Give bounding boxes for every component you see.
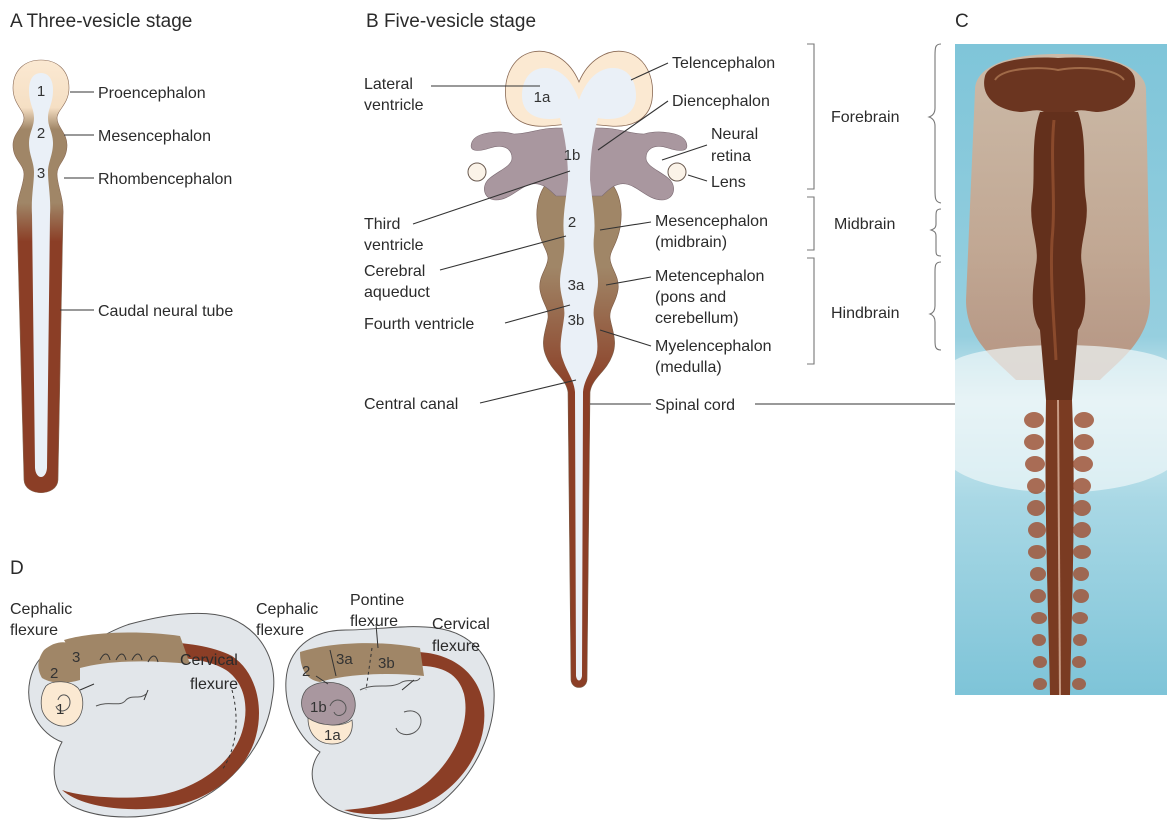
label-hindbrain: Hindbrain	[831, 305, 899, 322]
vesicle-label-2: 2	[568, 214, 576, 231]
embryo-micrograph	[955, 44, 1167, 695]
label-pons-and: (pons and	[655, 289, 726, 306]
label-lens: Lens	[711, 174, 746, 191]
label-forebrain: Forebrain	[831, 109, 899, 126]
panel-c-title: C	[955, 11, 969, 32]
bracket-midbrain	[807, 197, 814, 250]
panel-a: A Three-vesicle stage 1 2 3 Proencephalo…	[10, 11, 233, 493]
label-proencephalon: Proencephalon	[98, 85, 206, 102]
vesicle-label-1b: 1b	[564, 147, 581, 164]
leader-line	[688, 175, 707, 181]
label-cervical-line1: Cervical	[432, 616, 490, 633]
vesicle-label-2: 2	[50, 665, 58, 682]
brace-midbrain	[931, 209, 941, 256]
label-third-ventricle-line2: ventricle	[364, 237, 424, 254]
label-neural-retina-line1: Neural	[711, 126, 758, 143]
label-myelencephalon: Myelencephalon	[655, 338, 772, 355]
label-cerebral-aqueduct-line1: Cerebral	[364, 263, 425, 280]
label-mesencephalon: Mesencephalon	[655, 213, 768, 230]
vesicle-label-3: 3	[37, 165, 45, 182]
label-telencephalon: Telencephalon	[672, 55, 775, 72]
vesicle-label-2: 2	[302, 663, 310, 680]
vesicle-label-3a: 3a	[568, 277, 585, 294]
embryo-late-flexure: 2 3a 3b 1b 1a Cephalic flexure Pontine f…	[256, 592, 494, 819]
label-cephalic-line2: flexure	[256, 622, 304, 639]
label-diencephalon: Diencephalon	[672, 93, 770, 110]
panel-c: C	[955, 11, 1167, 695]
label-midbrain-paren: (midbrain)	[655, 234, 727, 251]
brace-hindbrain	[930, 262, 941, 350]
vesicle-label-2: 2	[37, 125, 45, 142]
label-cephalic-line1: Cephalic	[256, 601, 318, 618]
label-midbrain: Midbrain	[834, 216, 895, 233]
panel-b: B Five-vesicle stage 1a 1b 2 3a 3b Later…	[364, 11, 1046, 688]
panel-a-title: A Three-vesicle stage	[10, 11, 192, 32]
lens-left	[468, 163, 486, 181]
label-fourth-ventricle: Fourth ventricle	[364, 316, 474, 333]
panel-d: D 2 1 3 Cephalic flexure Cervical flexur…	[10, 558, 494, 819]
label-lateral-ventricle-line1: Lateral	[364, 76, 413, 93]
vesicle-label-3b: 3b	[378, 655, 395, 672]
bracket-forebrain	[807, 44, 814, 189]
label-third-ventricle-line1: Third	[364, 216, 400, 233]
label-medulla: (medulla)	[655, 359, 722, 376]
vesicle-label-3b: 3b	[568, 312, 585, 329]
label-cervical-line1: Cervical	[180, 652, 238, 669]
label-central-canal: Central canal	[364, 396, 458, 413]
label-cephalic-line2: flexure	[10, 622, 58, 639]
label-caudal-neural-tube: Caudal neural tube	[98, 303, 233, 320]
label-mesencephalon: Mesencephalon	[98, 128, 211, 145]
vesicle-label-1b: 1b	[310, 699, 327, 716]
label-rhombencephalon: Rhombencephalon	[98, 171, 232, 188]
label-metencephalon: Metencephalon	[655, 268, 764, 285]
forebrain-fold	[984, 58, 1135, 112]
label-cerebral-aqueduct-line2: aqueduct	[364, 284, 430, 301]
lens-right	[668, 163, 686, 181]
label-neural-retina-line2: retina	[711, 148, 751, 165]
panel-b-title: B Five-vesicle stage	[366, 11, 536, 32]
vesicle-label-1: 1	[37, 83, 45, 100]
panel-d-title: D	[10, 558, 24, 579]
leader-line	[480, 380, 576, 403]
label-lateral-ventricle-line2: ventricle	[364, 97, 424, 114]
label-pontine-line2: flexure	[350, 613, 398, 630]
label-spinal-cord: Spinal cord	[655, 397, 735, 414]
brace-forebrain	[929, 44, 941, 203]
vesicle-label-3: 3	[72, 649, 80, 666]
label-cephalic-line1: Cephalic	[10, 601, 72, 618]
bracket-hindbrain	[807, 258, 814, 364]
label-cervical-line2: flexure	[190, 676, 238, 693]
label-cerebellum: cerebellum)	[655, 310, 739, 327]
vesicle-label-1: 1	[56, 701, 64, 718]
embryo-early-flexure: 2 1 3 Cephalic flexure Cervical flexure	[10, 601, 274, 817]
vesicle-label-1a: 1a	[534, 89, 551, 106]
label-pontine-line1: Pontine	[350, 592, 404, 609]
vesicle-label-1a: 1a	[324, 727, 341, 744]
vesicle-label-3a: 3a	[336, 651, 353, 668]
label-cervical-line2: flexure	[432, 638, 480, 655]
